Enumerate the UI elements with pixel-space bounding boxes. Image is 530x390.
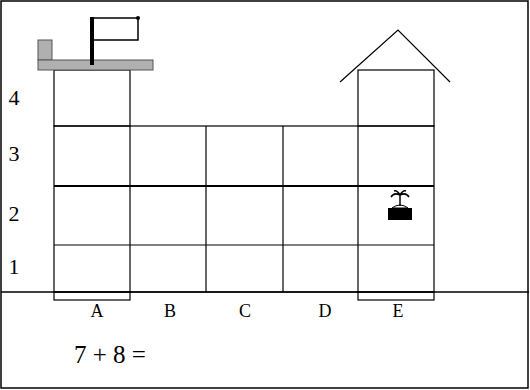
grid-line — [205, 126, 206, 292]
wall — [54, 126, 434, 292]
island-icon — [388, 191, 412, 220]
platform-block — [38, 40, 52, 60]
tower-cell — [358, 70, 434, 126]
sum-problem: 7 + 8 = — [74, 342, 146, 367]
row-number: 1 — [9, 256, 20, 278]
column-letter: B — [164, 302, 176, 320]
foundation — [54, 292, 130, 300]
foundation — [358, 292, 434, 300]
column-letter: D — [319, 302, 332, 320]
grid-line — [282, 126, 283, 292]
roof — [340, 30, 450, 82]
grid-line — [357, 126, 358, 292]
row-number: 4 — [9, 87, 20, 109]
row-number: 3 — [9, 143, 20, 165]
platform — [38, 60, 153, 70]
flag — [94, 18, 138, 40]
tower-cell — [54, 70, 130, 126]
flag-pole — [90, 17, 94, 65]
column-letter: C — [239, 302, 251, 320]
grid-line — [54, 185, 434, 187]
grid-line — [129, 126, 130, 292]
grid-line — [54, 244, 434, 245]
column-letter: A — [91, 302, 104, 320]
row-number: 2 — [9, 203, 20, 225]
column-letter: E — [393, 302, 404, 320]
flag-tip — [136, 16, 140, 20]
